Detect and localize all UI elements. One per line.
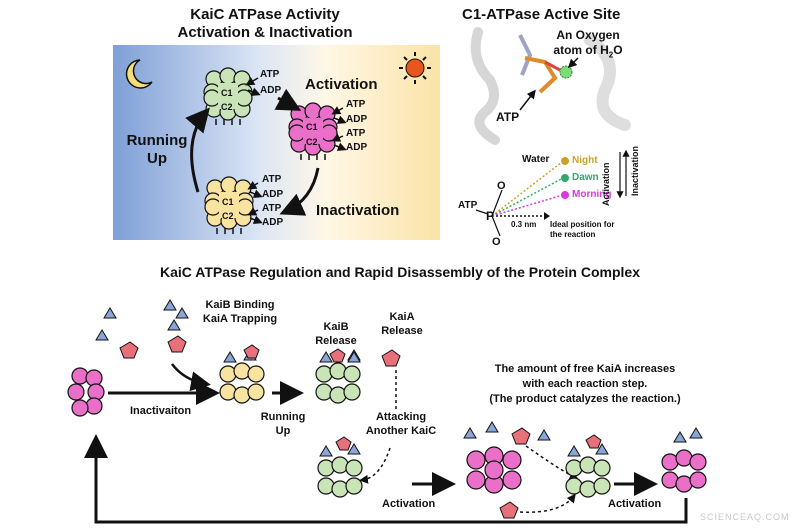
watermark-text: SCIENCEAQ.COM [700,512,790,522]
night-label: Night [572,155,598,166]
bottom-green-kaic-attacked [317,436,363,498]
activation-arrow [274,88,302,111]
atp-bond-label: ATP [458,200,478,211]
note-line3: (The product catalyzes the reaction.) [489,393,681,405]
moon-icon [125,59,153,89]
attack-dotted-arrow [359,447,391,484]
active-site-title: C1-ATPase Active Site [462,6,621,23]
c2-label-pink: C2 [306,137,318,147]
oxygen-o-text: O [613,43,623,57]
kaia-move-arrow-2 [519,493,576,513]
kaic-pink-hexamer [288,102,338,160]
attacking-line2: Another KaiC [365,425,437,437]
kaia-release-line1: KaiA [389,311,415,323]
c1-label-yellow: C1 [222,197,234,207]
c2-label-yellow: C2 [222,211,234,221]
atp-label-yellow-1: ATP [262,174,282,185]
oxygen-atom-label: An Oxygen atom of H2O [548,28,628,62]
inactivation-label: Inactivation [316,202,400,219]
sun-icon [399,52,431,84]
adp-label-yellow-1: ADP [262,189,284,200]
adp-label-pink-2: ADP [346,142,368,153]
activation-bottom-label-1: Activation [382,498,436,510]
inactivation-vertical-label: Inactivation [630,145,640,196]
kaib-release-line1: KaiB [323,321,349,333]
running-up-label: Running Up [120,132,194,168]
adp-label-pink-1: ADP [346,114,368,125]
activity-title-line1: KaiC ATPase Activity [190,6,340,23]
distance-label: 0.3 nm [511,220,537,229]
adp-label-yellow-2: ADP [262,217,284,228]
activation-bottom-label-2: Activation [608,498,662,510]
kaic-yellow-hexamer [204,176,254,234]
bottom-middle-free-proteins [463,421,551,519]
note-line1: The amount of free KaiA increases [494,363,676,375]
morning-label: Morning [572,189,612,200]
bottom-green-kaic-bound [315,348,361,404]
activity-title-line2: Activation & Inactivation [177,24,353,41]
atp-label-pink-2: ATP [346,128,366,139]
kaib-binding-text: KaiB Binding [205,299,275,311]
bottom-free-kaia-left [119,335,187,359]
kaib-release-line2: Release [315,335,357,347]
bottom-pink-kaic-left [67,367,105,417]
activity-title: KaiC ATPase Activity Activation & Inacti… [140,6,390,42]
c1-active-site-structure [470,27,631,145]
kaic-green-hexamer [203,67,253,125]
ideal-position-label: Ideal position for the reaction [550,220,614,240]
regulation-title: KaiC ATPase Regulation and Rapid Disasse… [160,264,640,280]
atp-structure-label: ATP [496,110,520,124]
atp-label-green: ATP [260,69,280,80]
day-night-gradient-panel [113,45,440,240]
free-kaia-note: The amount of free KaiA increases with e… [440,362,730,407]
atp-adp-arrows [245,77,347,224]
attacking-line1: Attacking [375,411,427,423]
released-kaib-kaia [347,349,401,367]
kaia-release-line2: Release [381,325,423,337]
bottom-pink-kaic-right [661,427,707,493]
up-label: Up [147,150,167,167]
note-line2: with each reaction step. [522,378,648,390]
oxygen-line2: atom of H2O [548,43,628,62]
running-label: Running [126,132,188,149]
ideal-line2: the reaction [550,230,596,239]
bottom-free-kaib-left [95,299,189,341]
bottom-pink-kaic-middle [466,446,522,494]
activation-vertical-label: Activation [601,162,611,206]
inactivation-arrow [279,167,320,216]
binding-trapping-label: KaiB Binding KaiA Trapping [190,298,290,326]
attacking-label: Attacking Another KaiC [356,410,446,438]
ideal-line1: Ideal position for [550,220,615,229]
kaia-release-label: KaiA Release [372,310,432,338]
c1-label-pink: C1 [306,122,318,132]
phosphate-geometry-diagram [475,149,630,237]
running-bottom-line2: Up [275,425,291,437]
activation-label: Activation [305,76,378,93]
atp-label-pink-1: ATP [346,99,366,110]
bottom-yellow-kaic-bound [219,344,265,404]
atp-label-yellow-2: ATP [262,203,282,214]
oxygen-sub-2: 2 [608,50,614,60]
o-atom-label-1: O [497,180,506,192]
binding-arrow [171,363,211,392]
bottom-green-kaic-right [565,434,611,498]
kaib-release-label: KaiB Release [306,320,366,348]
running-up-bottom-label: Running Up [258,410,308,438]
oxygen-line1: An Oxygen [556,28,620,42]
p-atom-label: P [486,209,495,223]
inactivation-bottom-label: Inactivaiton [130,405,192,417]
running-up-arrow [185,107,210,193]
c1-label-green: C1 [221,88,233,98]
kaia-trapping-text: KaiA Trapping [202,313,278,325]
running-bottom-line1: Running [260,411,306,423]
oxygen-h-text: atom of H [553,43,609,57]
adp-label-green: ADP [260,85,282,96]
o-atom-label-2: O [492,236,501,248]
cycle-return-arrow [84,434,688,524]
dawn-label: Dawn [572,172,599,183]
c2-label-green: C2 [221,102,233,112]
water-label: Water [522,154,550,165]
